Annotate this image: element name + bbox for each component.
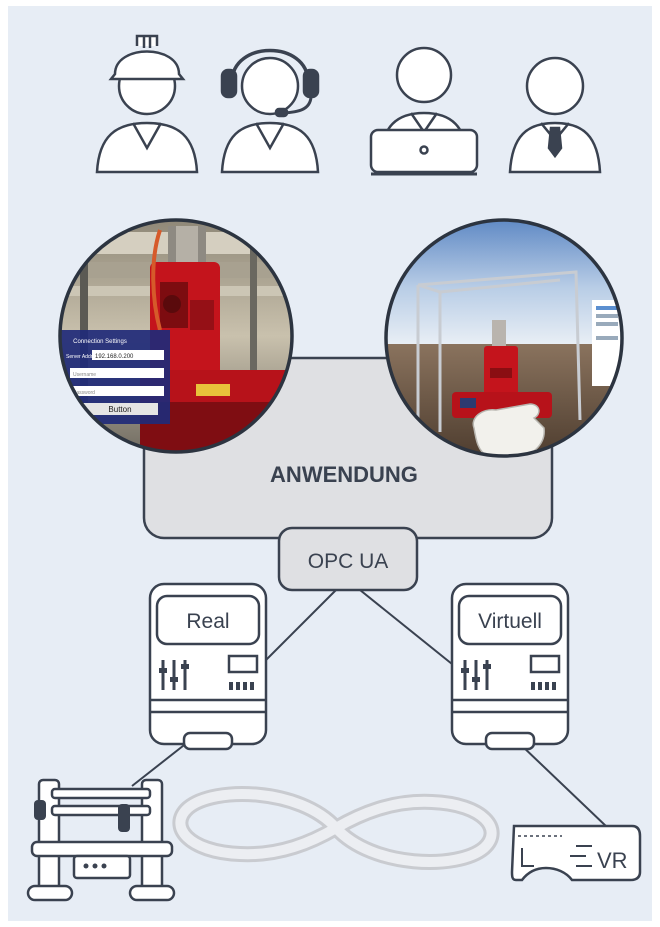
controller-real bbox=[148, 582, 268, 751]
ar-field-password: Password bbox=[73, 390, 95, 396]
sliders-icon bbox=[159, 660, 189, 690]
led-bars-icon bbox=[229, 682, 254, 690]
application-label: ANWENDUNG bbox=[270, 462, 418, 487]
user-worker-icon bbox=[95, 34, 199, 174]
controller-virtual-label: Virtuell bbox=[478, 610, 542, 633]
led-bars-icon bbox=[531, 682, 556, 690]
vr-label: VR bbox=[597, 848, 628, 873]
controller-virtual bbox=[450, 582, 570, 751]
opc-ua-label: OPC UA bbox=[308, 550, 389, 573]
user-manager-icon bbox=[508, 56, 602, 174]
portal-robot-machine-icon bbox=[26, 778, 176, 902]
vr-headset-icon bbox=[510, 824, 642, 882]
user-laptop-icon bbox=[369, 46, 479, 176]
connection-lines bbox=[131, 589, 609, 829]
sliders-icon bbox=[461, 660, 491, 690]
ar-field-username: Username bbox=[73, 372, 96, 378]
user-support-headset-icon bbox=[220, 48, 320, 174]
controller-real-label: Real bbox=[186, 610, 229, 633]
machine-tool-heads bbox=[34, 800, 130, 869]
ar-ip-label: Server Addr bbox=[66, 354, 93, 360]
ar-ip-value: 192.168.0.200 bbox=[95, 354, 134, 360]
infinity-icon bbox=[172, 786, 500, 870]
ar-panel-title: Connection Settings bbox=[73, 339, 127, 345]
opc-ua-box bbox=[277, 526, 419, 592]
ar-button-label: Button bbox=[108, 405, 131, 414]
